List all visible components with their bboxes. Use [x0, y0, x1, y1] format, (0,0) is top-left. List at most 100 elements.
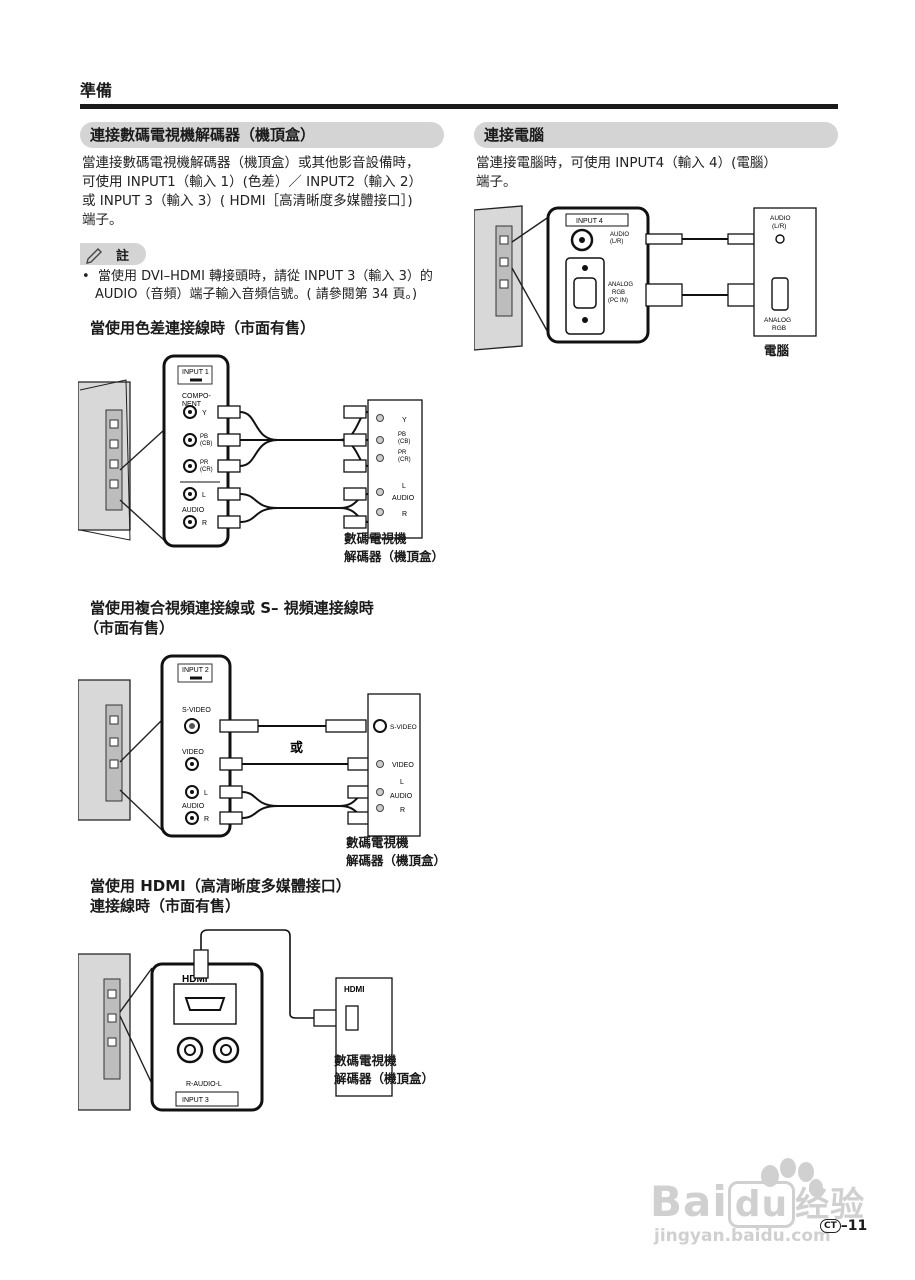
panel-audio-label-2: (L/R): [610, 239, 623, 245]
pencil-icon: [86, 248, 102, 264]
dev-audio-label: AUDIO: [392, 495, 415, 502]
or-label: 或: [290, 740, 303, 755]
watermark-url: jingyan.baidu.com: [654, 1226, 831, 1246]
hdmi-device-caption: 數碼電視機 解碼器（機頂盒）: [334, 1052, 434, 1088]
composite-device-caption: 數碼電視機 解碼器（機頂盒）: [346, 834, 446, 870]
pc-analog-label-1: ANALOG: [764, 317, 791, 324]
dev-y-label: Y: [402, 417, 407, 424]
caption-line: 解碼器（機頂盒）: [346, 853, 447, 868]
panel-input3-label: INPUT 3: [182, 1097, 209, 1104]
dev-pb-sub: (CB): [398, 439, 410, 445]
panel-component-label: COMPO-: [182, 393, 211, 400]
caption-line: 解碼器（機頂盒）: [334, 1071, 435, 1086]
stb-intro-line: 端子。: [82, 212, 123, 228]
note-badge: 註: [80, 243, 146, 265]
pc-cables: [682, 238, 728, 296]
jack-audio2-label: AUDIO: [182, 803, 205, 810]
jack-pb-sub: (CB): [200, 441, 212, 447]
stb-section-title: 連接數碼電視機解碼器（機頂盒）: [80, 122, 444, 148]
component-title: 當使用色差連接線時（市面有售）: [90, 319, 316, 337]
caption-line: 數碼電視機: [346, 835, 409, 850]
jack-l2-label: L: [204, 790, 208, 797]
dev-l-label: L: [402, 483, 406, 490]
panel-video-label: VIDEO: [182, 749, 204, 756]
caption-line: 解碼器（機頂盒）: [344, 549, 445, 564]
panel-svideo-label: S-VIDEO: [182, 707, 211, 714]
panel-audio-label: R-AUDIO-L: [186, 1081, 222, 1088]
dev-hdmi-logo: HDMI: [344, 985, 364, 994]
dev-pr-sub: (CR): [398, 457, 411, 463]
dev-svideo-label: S-VIDEO: [390, 724, 417, 731]
hdmi-diagram: HDMI R-AUDIO-L INPUT 3 HDMI: [78, 929, 393, 1112]
panel-analog-label-3: (PC IN): [608, 298, 628, 304]
note-line: AUDIO（音頻）端子輸入音頻信號。( 請參閱第 34 頁。): [95, 287, 418, 302]
note-text: • 當使用 DVI–HDMI 轉接頭時，請從 INPUT 3（輸入 3）的 AU…: [82, 268, 462, 304]
panel-analog-label-2: RGB: [612, 290, 625, 296]
panel-audio-label-1: AUDIO: [610, 232, 629, 238]
lang-badge: CT: [820, 1219, 841, 1233]
dev-svideo-jack: [373, 719, 387, 733]
pc-intro-line: 當連接電腦時，可使用 INPUT4（輸入 4）(電腦）: [476, 155, 777, 171]
stb-intro-line: 可使用 INPUT1（輸入 1）(色差）／ INPUT2（輸入 2）: [82, 174, 422, 190]
jack-y: [183, 405, 197, 419]
composite-cables: [241, 725, 371, 819]
jack-r: [183, 515, 197, 529]
jack-video: [185, 757, 199, 771]
stb-intro-line: 或 INPUT 3（輸入 3）( HDMI［高清晰度多媒體接口］): [82, 193, 413, 209]
tv-back-2: [78, 679, 163, 831]
jack-pb: [183, 433, 197, 447]
composite-title-line: （市面有售）: [84, 619, 175, 637]
jack-r-label: R: [202, 520, 207, 527]
composite-diagram: INPUT 2 S-VIDEO VIDEO L AUDIO R 或 S-VIDE…: [78, 654, 421, 838]
note-line: • 當使用 DVI–HDMI 轉接頭時，請從 INPUT 3（輸入 3）的: [82, 269, 433, 284]
vga-port: [573, 265, 597, 323]
tv-back-1: [78, 379, 165, 541]
pc-caption: 電腦: [764, 343, 790, 358]
jack-r2: [185, 811, 199, 825]
header-rule: [80, 104, 838, 109]
note-label: 註: [116, 249, 130, 264]
caption-line: 數碼電視機: [344, 531, 407, 546]
component-device-caption: 數碼電視機 解碼器（機頂盒）: [344, 530, 444, 566]
composite-title-line: 當使用複合視頻連接線或 S– 視頻連接線時: [90, 599, 374, 617]
hdmi-title-line: 連接線時（市面有售）: [90, 897, 241, 915]
composite-title: 當使用複合視頻連接線或 S– 視頻連接線時 （市面有售）: [84, 598, 374, 638]
audio-jack-l: [212, 1036, 240, 1064]
section-header: 準備: [80, 81, 113, 100]
caption-line: 數碼電視機: [334, 1053, 397, 1068]
tv-back-4: [474, 205, 551, 351]
dev-pb-label: PB: [398, 432, 406, 438]
pc-intro-line: 端子。: [476, 174, 517, 190]
jack-l-label: L: [202, 492, 206, 499]
jack-y-label: Y: [202, 410, 207, 417]
panel-component-label-2: NENT: [182, 401, 202, 408]
hdmi-port: [184, 997, 226, 1011]
stb-intro-line: 當連接數碼電視機解碼器（機頂盒）或其他影音設備時，: [82, 155, 420, 171]
dev-r2-label: R: [400, 807, 405, 814]
jack-pr: [183, 459, 197, 473]
hdmi-title: 當使用 HDMI（高清晰度多媒體接口） 連接線時（市面有售）: [90, 876, 351, 916]
pc-audio-label-1: AUDIO: [770, 215, 791, 222]
jack-audio-label: AUDIO: [182, 507, 205, 514]
dev-r-label: R: [402, 511, 407, 518]
pc-analog-label-2: RGB: [772, 325, 786, 332]
panel-analog-label-1: ANALOG: [608, 282, 633, 288]
pc-section-title: 連接電腦: [474, 122, 838, 148]
dev-l2-label: L: [400, 779, 404, 786]
panel-input1-label: INPUT 1: [182, 369, 209, 376]
dev-audio2-label: AUDIO: [390, 793, 413, 800]
baidu-paw-icon: [761, 1158, 823, 1197]
audio-jack-r: [176, 1036, 204, 1064]
jack-svideo: [184, 718, 200, 734]
jack-pr-label: PR: [200, 460, 209, 466]
jack-l2: [185, 785, 199, 799]
pc-audio-jack: [570, 228, 594, 252]
hdmi-cable: [200, 929, 314, 1019]
jack-pb-label: PB: [200, 434, 208, 440]
stb-intro: 當連接數碼電視機解碼器（機頂盒）或其他影音設備時， 可使用 INPUT1（輸入 …: [82, 154, 452, 230]
panel-input2-label: INPUT 2: [182, 667, 209, 674]
panel-hdmi-logo: HDMI: [182, 974, 208, 985]
page-number: CT–11: [820, 1218, 867, 1234]
